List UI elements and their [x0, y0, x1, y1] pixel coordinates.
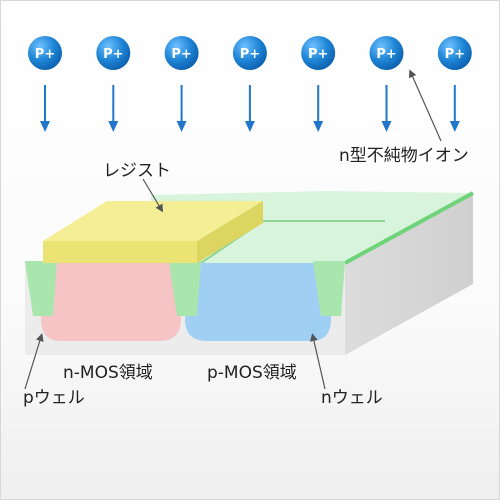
ion-circle: [164, 36, 199, 70]
ion-circle: [301, 36, 336, 70]
leader-lines: [24, 69, 442, 390]
ion-4: P+: [232, 36, 267, 132]
ion-7: P+: [437, 36, 472, 132]
top-edge-right: [344, 191, 474, 265]
nmos-region-label: n-MOS領域: [63, 363, 153, 383]
resist-side-face: [197, 201, 263, 263]
resist-top-face: [43, 201, 263, 241]
ion-arrow-head: [449, 121, 460, 132]
ion-label: P+: [445, 47, 465, 62]
ion-label: P+: [308, 47, 328, 62]
resist-label: レジスト: [103, 161, 171, 181]
ion-label: P+: [240, 47, 260, 62]
ion-row: P+ P+ P+ P+ P+ P+ P+: [28, 36, 472, 132]
ion-circle: [96, 36, 131, 70]
n-well-label: nウェル: [321, 388, 383, 408]
ion-arrow-head: [176, 121, 187, 132]
ion-arrow-head: [108, 121, 119, 132]
ion-label: P+: [171, 47, 191, 62]
impurity-ion-label: n型不純物イオン: [339, 146, 469, 166]
ion-label: P+: [35, 47, 55, 62]
p-well-leader: [24, 333, 44, 390]
ion-label: P+: [103, 47, 123, 62]
resist-block: [43, 201, 263, 263]
ion-circle: [28, 36, 62, 70]
ion-3: P+: [164, 36, 199, 132]
exposed-top-surface: [197, 191, 473, 263]
isolation-right: [313, 261, 345, 316]
ion-1: P+: [28, 36, 62, 132]
ion-circle: [232, 36, 267, 70]
ion-2: P+: [96, 36, 131, 132]
ion-arrow-head: [40, 121, 50, 132]
n-well-leader: [310, 333, 326, 390]
isolation-left: [25, 261, 57, 316]
pmos-region-label: p-MOS領域: [207, 363, 297, 383]
substrate-side-face: [345, 193, 473, 355]
ion-5: P+: [301, 36, 336, 132]
ion-leader: [408, 69, 442, 142]
resist-front-face: [43, 241, 197, 263]
resist-leader: [142, 178, 164, 213]
n-well-region: [185, 263, 331, 341]
ion-arrow-head: [244, 121, 255, 132]
ion-6: P+: [369, 36, 404, 132]
p-well-label: pウェル: [23, 388, 85, 408]
ion-arrow-head: [381, 121, 392, 132]
isolation-center: [169, 261, 201, 316]
ion-arrow-head: [313, 121, 324, 132]
ion-circle: [437, 36, 472, 70]
ion-label: P+: [376, 47, 396, 62]
ion-circle: [369, 36, 404, 70]
p-well-region: [41, 263, 181, 341]
